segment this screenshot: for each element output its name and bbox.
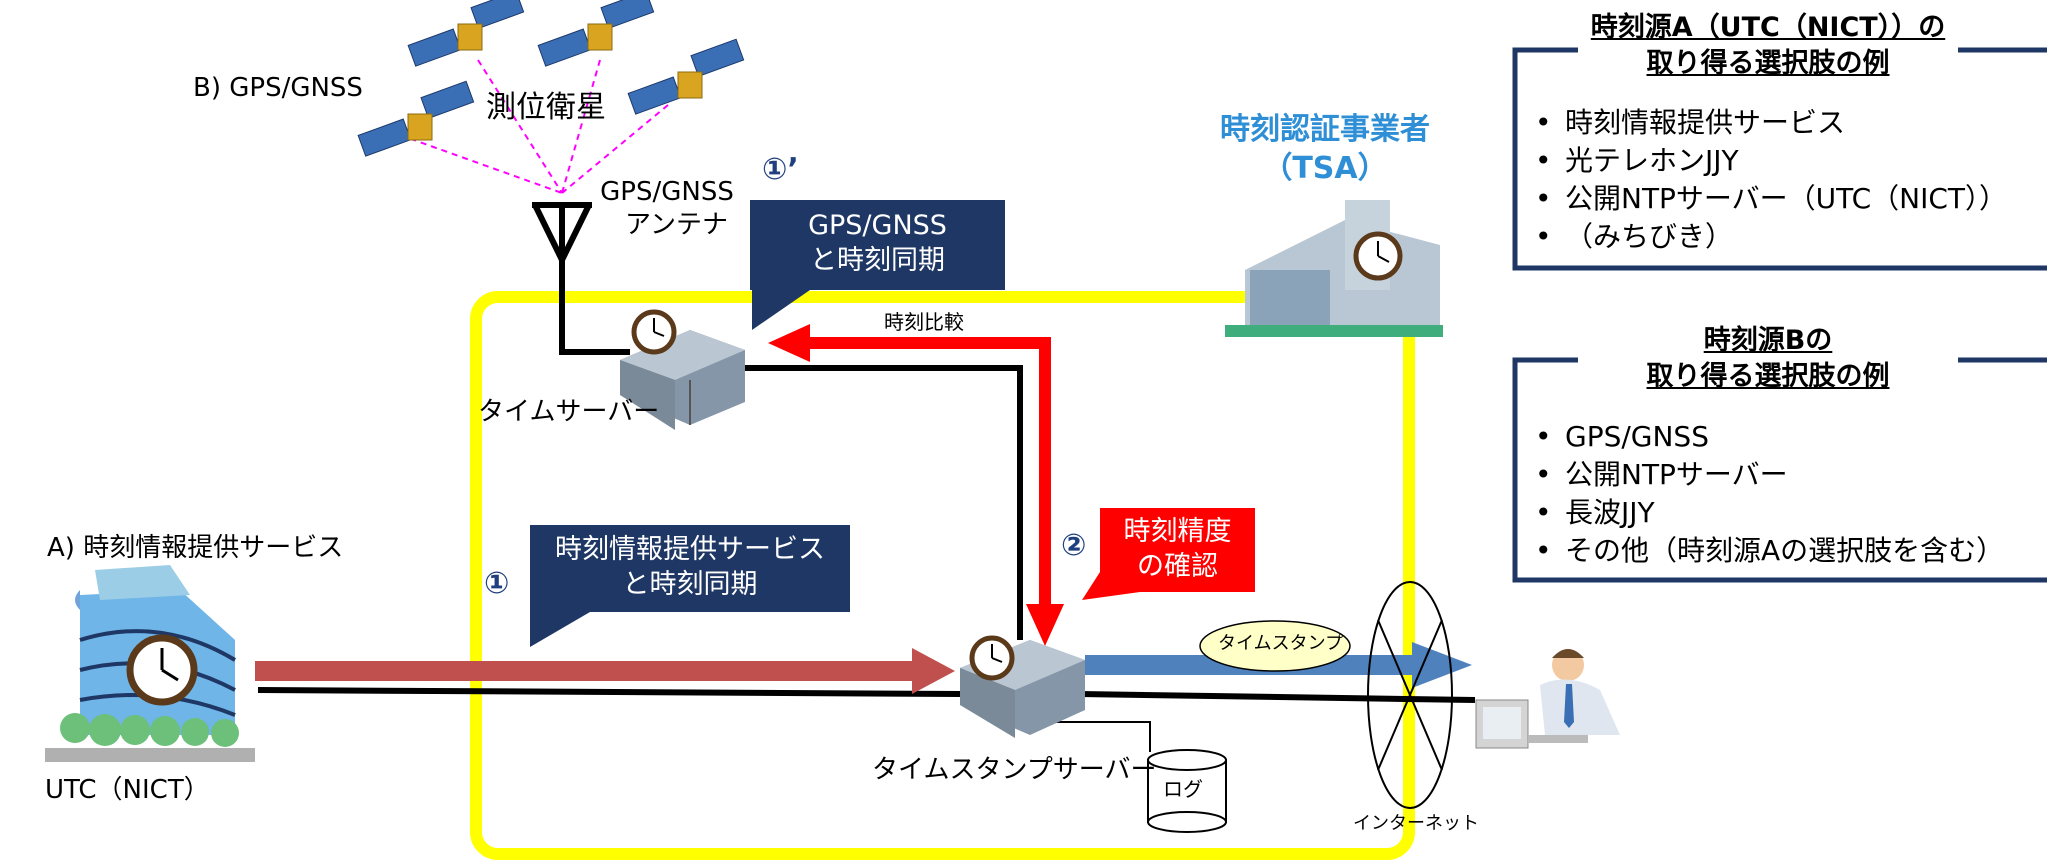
log-label: ログ xyxy=(1163,777,1203,801)
source-a-label: A) 時刻情報提供サービス xyxy=(47,533,344,563)
panel-b-list: GPS/GNSS 公開NTPサーバー 長波JJY その他（時刻源Aの選択肢を含む… xyxy=(1535,418,2004,570)
clock-icon xyxy=(126,634,198,706)
panel-a-title: 時刻源A（UTC（NICT））の 取り得る選択肢の例 xyxy=(1580,10,1956,83)
satellite-icon xyxy=(627,38,745,115)
accuracy-callout-shape xyxy=(1082,508,1255,600)
internet-label: インターネット xyxy=(1353,813,1479,834)
satellite-icon xyxy=(537,0,655,67)
panel-a-list: 時刻情報提供サービス 光テレホンJJY 公開NTPサーバー（UTC（NICT））… xyxy=(1535,104,2007,256)
step-1prime-number: ①’ xyxy=(762,152,799,187)
service-sync-callout-line2: と時刻同期 xyxy=(622,569,758,601)
panel-b-title-line2: 取り得る選択肢の例 xyxy=(1646,361,1890,393)
satellite-icon xyxy=(407,0,525,67)
list-item: 時刻情報提供サービス xyxy=(1535,104,2007,142)
tsa-building-icon xyxy=(1225,200,1443,337)
list-item: 公開NTPサーバー（UTC（NICT）） xyxy=(1535,180,2007,218)
accuracy-callout: 時刻精度 の確認 xyxy=(1100,514,1255,584)
list-item: その他（時刻源Aの選択肢を含む） xyxy=(1535,532,2004,570)
timestamp-label-bubble xyxy=(1199,620,1351,672)
panel-b-frame xyxy=(1512,357,2047,583)
tsa-label-line2: （TSA） xyxy=(1262,151,1388,186)
gps-sync-callout: GPS/GNSS と時刻同期 xyxy=(750,208,1005,278)
gps-source-label: B) GPS/GNSS xyxy=(193,73,363,103)
utc-sync-arrow xyxy=(255,648,955,694)
time-compare-arrow xyxy=(768,324,1064,646)
panel-a-frame xyxy=(1512,47,2047,271)
panel-b-title-line1: 時刻源Bの xyxy=(1703,325,1833,356)
list-item: 公開NTPサーバー xyxy=(1535,456,2004,494)
antenna-label-line1: GPS/GNSS xyxy=(600,177,734,207)
satellites-label: 測位衛星 xyxy=(486,90,606,125)
service-sync-callout: 時刻情報提供サービス と時刻同期 xyxy=(530,532,850,602)
tsa-label-line1: 時刻認証事業者 xyxy=(1220,112,1430,147)
tsa-label: 時刻認証事業者 （TSA） xyxy=(1210,110,1440,188)
panel-a-title-line2: 取り得る選択肢の例 xyxy=(1646,48,1890,80)
time-server-label: タイムサーバー xyxy=(478,397,660,427)
gps-sync-callout-line2: と時刻同期 xyxy=(810,245,945,277)
antenna-label-line2: アンテナ xyxy=(625,210,728,240)
satellite-icon xyxy=(357,80,475,157)
list-item: 光テレホンJJY xyxy=(1535,142,2007,180)
antenna-label: GPS/GNSS xyxy=(600,177,734,208)
timestamp-server-label: タイムスタンプサーバー xyxy=(872,755,1157,785)
internet-icon xyxy=(1367,581,1453,809)
list-item: （みちびき） xyxy=(1535,218,2007,256)
service-sync-callout-line1: 時刻情報提供サービス xyxy=(555,534,825,565)
panel-a-title-line1: 時刻源A（UTC（NICT））の xyxy=(1590,12,1946,43)
satellite-links xyxy=(399,59,669,194)
antenna-icon xyxy=(532,202,592,262)
list-item: 長波JJY xyxy=(1535,494,2004,532)
list-item: GPS/GNSS xyxy=(1535,418,2004,456)
clock-icon xyxy=(969,635,1015,681)
accuracy-callout-line1: 時刻精度 xyxy=(1123,516,1232,547)
green-shrubs xyxy=(60,713,239,747)
service-sync-callout-shape xyxy=(530,525,850,647)
tsa-boundary xyxy=(470,291,1415,860)
time-compare-label: 時刻比較 xyxy=(884,310,964,334)
user-computer-icon xyxy=(1475,649,1620,749)
log-database-icon xyxy=(1147,749,1227,833)
accuracy-callout-line2: の確認 xyxy=(1137,551,1218,583)
gps-sync-callout-line1: GPS/GNSS xyxy=(808,210,947,241)
gps-sync-callout-shape xyxy=(750,200,1005,330)
step-2-number: ② xyxy=(1061,528,1087,563)
timestamp-label: タイムスタンプ xyxy=(1218,633,1344,654)
step-1-number: ① xyxy=(484,566,510,601)
clock-icon xyxy=(1353,231,1403,281)
utc-nict-label: UTC（NICT） xyxy=(45,775,210,805)
panel-b-title: 時刻源Bの 取り得る選択肢の例 xyxy=(1580,323,1956,396)
clock-icon xyxy=(631,309,677,355)
